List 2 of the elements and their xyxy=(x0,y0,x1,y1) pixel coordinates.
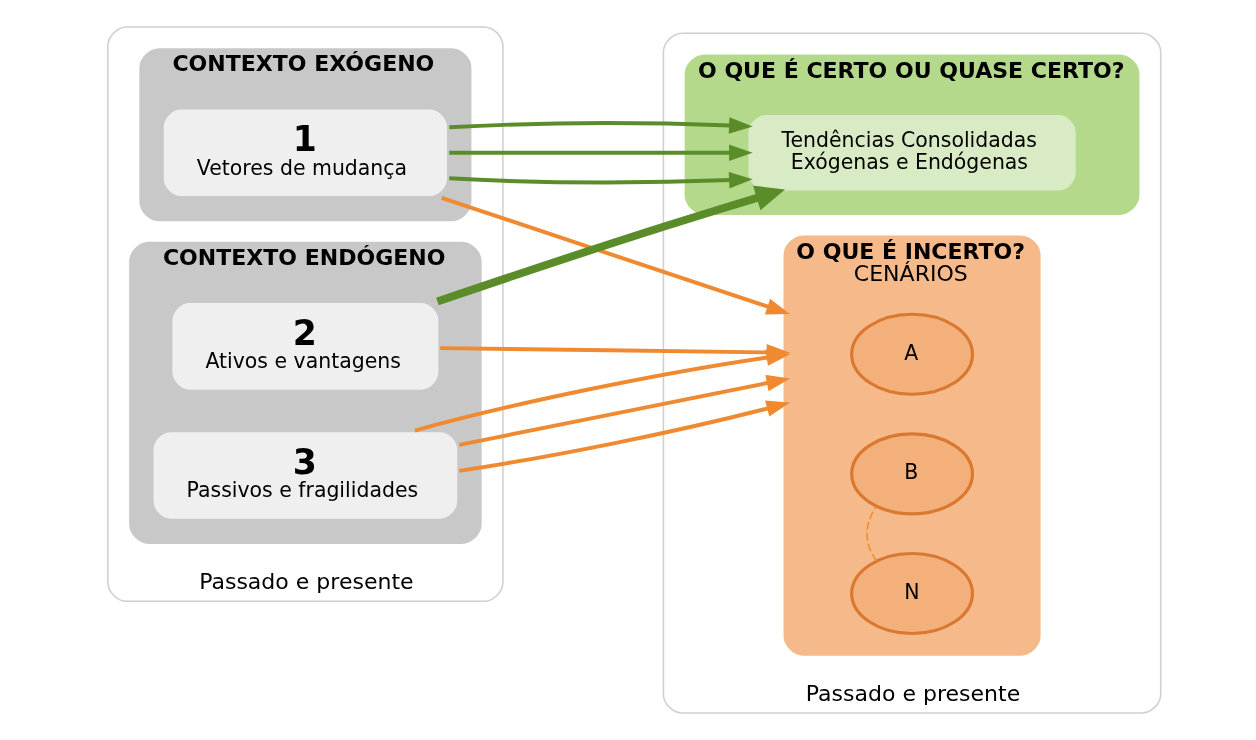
node-label: Passado e presente xyxy=(199,569,414,595)
node-label: Passado e presente xyxy=(805,680,1021,706)
